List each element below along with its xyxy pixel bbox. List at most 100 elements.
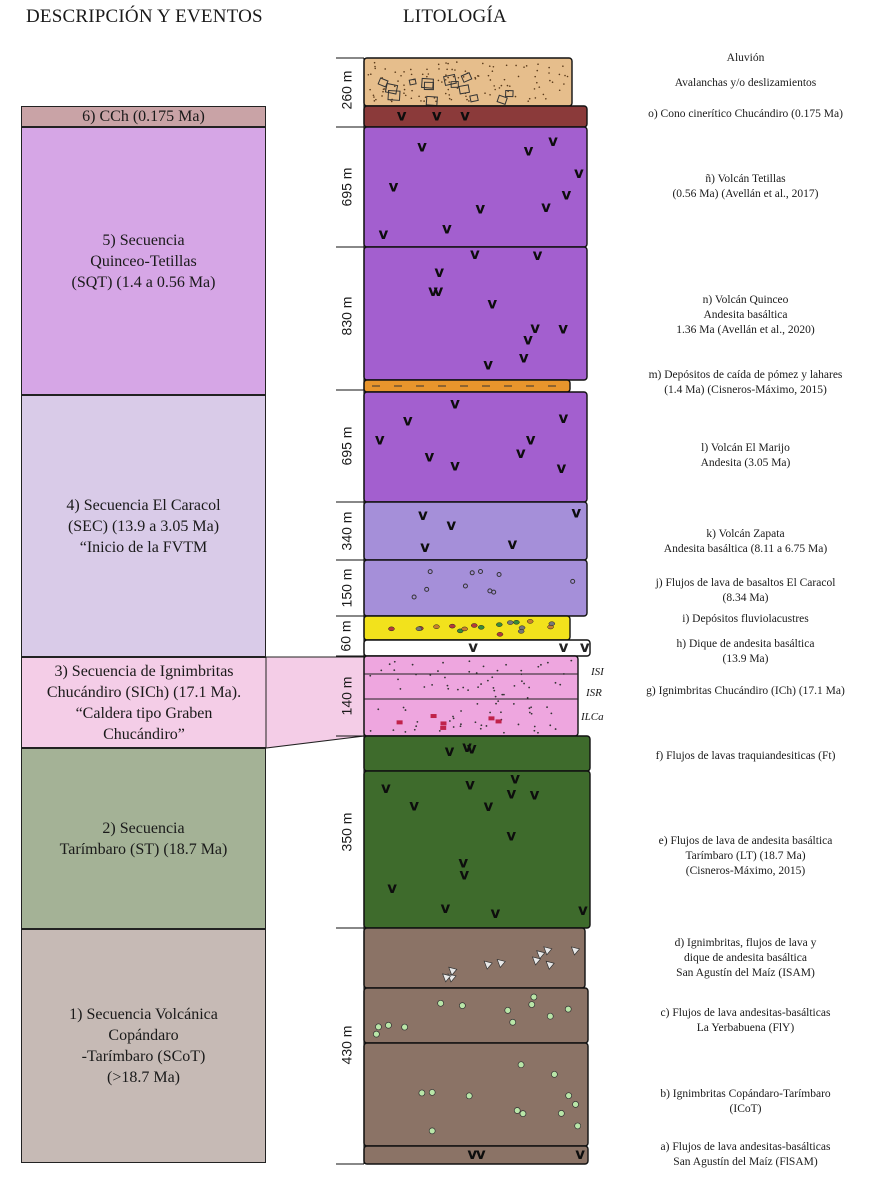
- amygdule: [551, 1070, 558, 1078]
- layer-tarimbaro: [363, 770, 591, 929]
- sand-dot: [548, 72, 550, 74]
- v-symbol: v: [467, 739, 477, 757]
- amygdule: [428, 1127, 436, 1135]
- ash-dot: [392, 729, 395, 732]
- ash-dot: [452, 717, 455, 720]
- sand-dot: [514, 95, 517, 98]
- pebble: [461, 626, 468, 632]
- ash-dot: [452, 726, 455, 728]
- sand-dot: [403, 84, 405, 86]
- ash-dot: [520, 669, 523, 672]
- amygdule: [437, 999, 444, 1007]
- ash-dot: [537, 731, 539, 734]
- sand-dot: [465, 95, 467, 98]
- sand-dot: [382, 90, 384, 93]
- v-symbol: v: [418, 506, 428, 524]
- lithic: [440, 721, 447, 726]
- ash-dot: [486, 679, 489, 682]
- ash-dot: [467, 689, 469, 692]
- ash-dot: [415, 725, 418, 728]
- sand-dot: [528, 97, 531, 100]
- sand-dot: [445, 62, 447, 64]
- ash-dot: [530, 706, 533, 709]
- amygdule: [517, 1061, 525, 1069]
- sand-dot: [508, 85, 511, 87]
- ash-dot: [495, 702, 497, 705]
- ash-dot: [444, 676, 446, 679]
- clast: [384, 82, 399, 95]
- ash-dot: [479, 727, 482, 730]
- sequence-box-2: 2) Secuencia Tarímbaro (ST) (18.7 Ma): [21, 748, 266, 929]
- ash-dot: [528, 711, 531, 714]
- clast: [408, 78, 417, 86]
- pebble: [433, 624, 440, 629]
- lithology-header: LITOLOGÍA: [403, 6, 507, 27]
- sand-dot: [381, 95, 383, 97]
- ash-dot: [480, 724, 483, 727]
- lapilli: [536, 950, 546, 960]
- ash-dot: [393, 660, 396, 663]
- clast: [377, 77, 389, 88]
- sand-dot: [397, 80, 399, 82]
- amygdule: [519, 1110, 527, 1117]
- v-symbol: v: [519, 348, 529, 366]
- sand-dot: [370, 73, 372, 76]
- sand-dot: [558, 73, 561, 76]
- sand-dot: [563, 83, 565, 85]
- v-symbol: v: [459, 865, 469, 883]
- v-symbol: v: [556, 459, 566, 477]
- sand-dot: [493, 85, 495, 87]
- sand-dot: [564, 74, 566, 77]
- sequence-label: 2) Secuencia Tarímbaro (ST) (18.7 Ma): [59, 819, 228, 858]
- v-symbol: v: [523, 330, 533, 348]
- lithic: [396, 720, 403, 725]
- v-symbol: v: [420, 538, 430, 556]
- amygdule: [465, 1092, 473, 1100]
- sand-dot: [538, 86, 541, 88]
- sequence-box-5: 5) Secuencia Quinceo-Tetillas (SQT) (1.4…: [21, 127, 266, 395]
- ash-dot: [517, 723, 520, 726]
- ash-dot: [520, 673, 523, 676]
- pebble: [496, 632, 504, 637]
- sand-dot: [426, 68, 428, 71]
- sand-dot: [468, 100, 470, 102]
- ash-dot: [377, 708, 380, 711]
- sand-dot: [447, 88, 450, 91]
- v-symbol: v: [450, 456, 460, 474]
- sand-dot: [482, 62, 484, 65]
- ash-dot: [397, 678, 399, 681]
- lapilli: [545, 960, 555, 970]
- thickness-label: 830 m: [338, 296, 355, 336]
- unit-label-n: n) Volcán Quinceo Andesita basáltica 1.3…: [676, 294, 815, 336]
- sand-dot: [437, 63, 440, 66]
- ash-dot: [497, 700, 500, 702]
- clast: [460, 72, 473, 83]
- sand-dot: [525, 65, 528, 67]
- sand-dot: [447, 76, 449, 79]
- amygdule: [375, 1023, 382, 1031]
- amygdule: [530, 993, 538, 1001]
- lapilli: [543, 946, 553, 956]
- sand-dot: [523, 66, 525, 68]
- sand-dot: [549, 79, 551, 82]
- amygdule: [557, 1110, 565, 1117]
- ash-dot: [546, 661, 549, 664]
- ash-dot: [462, 686, 465, 689]
- layer-zapata: [363, 501, 588, 561]
- sand-dot: [369, 88, 371, 91]
- layer-icot: [363, 1042, 589, 1147]
- ash-dot: [474, 721, 477, 724]
- sand-dot: [424, 96, 427, 99]
- amygdule: [428, 1089, 436, 1096]
- unit-label-d: d) Ignimbritas, flujos de lava y dique d…: [674, 937, 817, 979]
- sand-dot: [506, 84, 509, 87]
- sand-dot: [498, 87, 501, 89]
- amygdule: [504, 1006, 512, 1014]
- amygdule: [528, 1001, 536, 1008]
- sequence-box-3: 3) Secuencia de Ignimbritas Chucándiro (…: [21, 657, 266, 748]
- ash-dot: [388, 663, 391, 666]
- sand-dot: [446, 68, 448, 71]
- v-symbol: v: [475, 200, 485, 218]
- pebble: [526, 619, 534, 624]
- v-symbol: v: [530, 785, 540, 803]
